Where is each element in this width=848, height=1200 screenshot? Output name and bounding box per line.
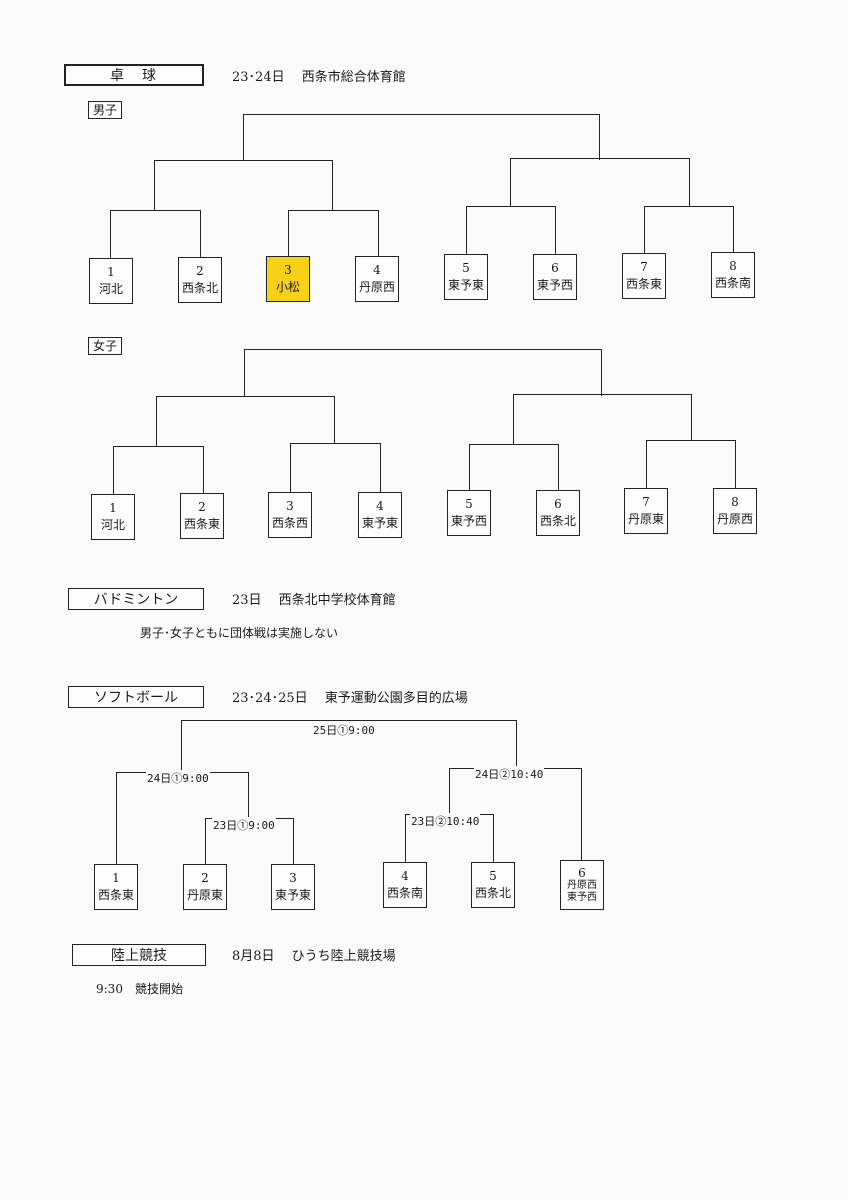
softball-title: ソフトボール — [68, 686, 204, 708]
badminton-info: 23日 西条北中学校体育館 — [232, 593, 396, 608]
softball-info: 23･24･25日 東予運動公園多目的広場 — [232, 691, 468, 706]
table-tennis-info: 23･24日 西条市総合体育館 — [232, 70, 406, 85]
girls-label: 女子 — [88, 337, 123, 355]
table-tennis-title: 卓 球 — [64, 64, 204, 86]
athletics-title: 陸上競技 — [72, 944, 206, 966]
softball-schedule-final: 25日①9:00 — [312, 722, 376, 738]
athletics-info: 8月8日 ひうち陸上競技場 — [232, 949, 396, 964]
badminton-title: バドミントン — [68, 588, 204, 610]
softball-schedule-right-first: 23日②10:40 — [410, 813, 481, 829]
badminton-note: 男子･女子ともに団体戦は実施しない — [140, 626, 339, 640]
softball-schedule-left-semi: 24日①9:00 — [146, 770, 210, 786]
softball-schedule-right-semi: 24日②10:40 — [474, 766, 545, 782]
boys-label: 男子 — [88, 101, 123, 119]
softball-schedule-left-first: 23日①9:00 — [212, 817, 276, 833]
athletics-note: 9:30 競技開始 — [96, 982, 183, 996]
